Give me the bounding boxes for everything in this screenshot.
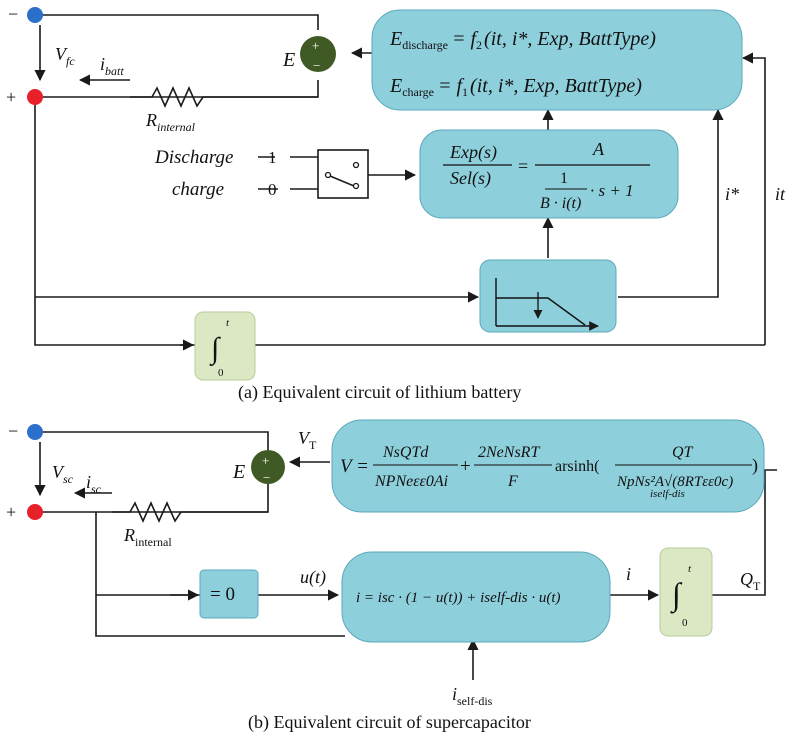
supercap-resistor-internal: [112, 501, 268, 523]
integral-sign: ∫: [209, 332, 221, 367]
voltage-equation-block: [331, 419, 765, 513]
supercap-terminal-minus: [27, 424, 43, 440]
i-out-label: i: [626, 564, 631, 584]
vt-label: VT: [298, 428, 317, 452]
svg-text:· s + 1: · s + 1: [590, 181, 634, 200]
sc-source-minus: −: [263, 470, 270, 485]
qt-label: QT: [740, 569, 761, 593]
svg-text:Exp(s): Exp(s): [449, 142, 497, 163]
battery-integral-lower: 0: [218, 367, 224, 379]
voltage-equation: V = NsQTd NPNeεε0Ai + 2NeNsRT F arsinh( …: [340, 444, 758, 500]
supercap-integral-sign: ∫: [670, 576, 683, 614]
iself-label: iself-dis: [452, 684, 493, 708]
svg-text:B · i(t): B · i(t): [540, 195, 581, 212]
svg-text:NpNs²A√(8RTεε0c): NpNs²A√(8RTεε0c): [616, 474, 733, 490]
supercap-current-label: isc: [86, 472, 102, 496]
transfer-function: Exp(s) Sel(s) = A 1 B · i(t) · s + 1: [443, 139, 650, 212]
battery-terminal-plus: [27, 89, 43, 105]
svg-text:A: A: [592, 139, 605, 159]
discharge-curve-icon: [495, 278, 599, 331]
equation-charge: Echarge= f1(it, i*, Exp, BattType): [389, 75, 642, 99]
battery-plus-sign: +: [6, 87, 16, 107]
switch-discharge-label: Discharge: [154, 147, 233, 168]
supercap-voltage-label: Vsc: [52, 462, 74, 486]
it-label: it: [775, 184, 786, 204]
battery-resistor-label: Rinternal: [145, 110, 196, 134]
svg-text:arsinh(: arsinh(: [555, 458, 599, 475]
svg-text:2NeNsRT: 2NeNsRT: [478, 444, 540, 461]
current-equation: i = isc · (1 − u(t)) + iself-dis · u(t): [356, 590, 561, 606]
svg-text:NPNeεε0Ai: NPNeεε0Ai: [374, 473, 448, 490]
battery-minus-sign: −: [8, 4, 18, 24]
zero-block: [199, 569, 259, 619]
battery-terminal-minus: [27, 7, 43, 23]
supercap-integral-upper: t: [688, 563, 692, 575]
battery-wires: [34, 14, 766, 351]
current-equation-block: [341, 551, 611, 643]
battery-source-label: E: [282, 49, 295, 71]
supercap-integrator-block: [659, 547, 713, 637]
supercap-voltage-source: [251, 450, 285, 484]
svg-text:): ): [752, 455, 758, 476]
switch-icon: [324, 161, 360, 190]
exp-zone-block: [479, 259, 617, 333]
supercap-terminal-plus: [27, 504, 43, 520]
istar-label: i*: [725, 184, 739, 204]
battery-integrator-block: [194, 311, 256, 381]
switch-charge-label: charge: [172, 179, 224, 200]
switch-discharge-value: 1: [268, 148, 277, 167]
battery-current-label: ibatt: [100, 54, 124, 78]
sc-source-plus: +: [262, 453, 269, 468]
zero-block-text: = 0: [210, 584, 235, 605]
svg-text:1: 1: [560, 170, 568, 187]
svg-text:=: =: [518, 156, 528, 176]
u-label: u(t): [300, 567, 326, 588]
battery-voltage-label: Vfc: [55, 44, 75, 68]
source-plus: +: [312, 38, 319, 53]
source-minus: −: [313, 58, 320, 73]
battery-section: − + + − E Vfc ibatt Rinternal Edischarge…: [6, 4, 786, 403]
resistor-internal: [130, 86, 318, 108]
svg-text:Sel(s): Sel(s): [450, 168, 491, 189]
supercap-caption: (b) Equivalent circuit of supercapacitor: [248, 712, 531, 733]
supercap-plus-sign: +: [6, 502, 16, 522]
svg-text:QT: QT: [672, 444, 694, 461]
transfer-function-block: [419, 129, 679, 219]
svg-text:NsQTd: NsQTd: [382, 444, 429, 461]
svg-text:+: +: [460, 456, 471, 477]
battery-voltage-source: [300, 36, 336, 72]
svg-text:iself-dis: iself-dis: [650, 488, 685, 500]
supercap-resistor-label: Rinternal: [123, 525, 172, 549]
battery-integral-upper: t: [226, 317, 230, 329]
svg-text:F: F: [507, 473, 518, 490]
equation-discharge: Edischarge= f2(it, i*, Exp, BattType): [389, 28, 656, 52]
supercap-minus-sign: −: [8, 421, 18, 441]
supercap-section: − + + − E VT Vsc isc Rinternal V = NsQTd…: [6, 419, 777, 733]
energy-equation-block: [371, 9, 743, 111]
switch-charge-value: 0: [268, 180, 277, 199]
supercap-source-label: E: [232, 461, 245, 483]
supercap-integral-lower: 0: [682, 617, 688, 629]
battery-caption: (a) Equivalent circuit of lithium batter…: [238, 382, 521, 403]
svg-text:V =: V =: [340, 456, 369, 477]
